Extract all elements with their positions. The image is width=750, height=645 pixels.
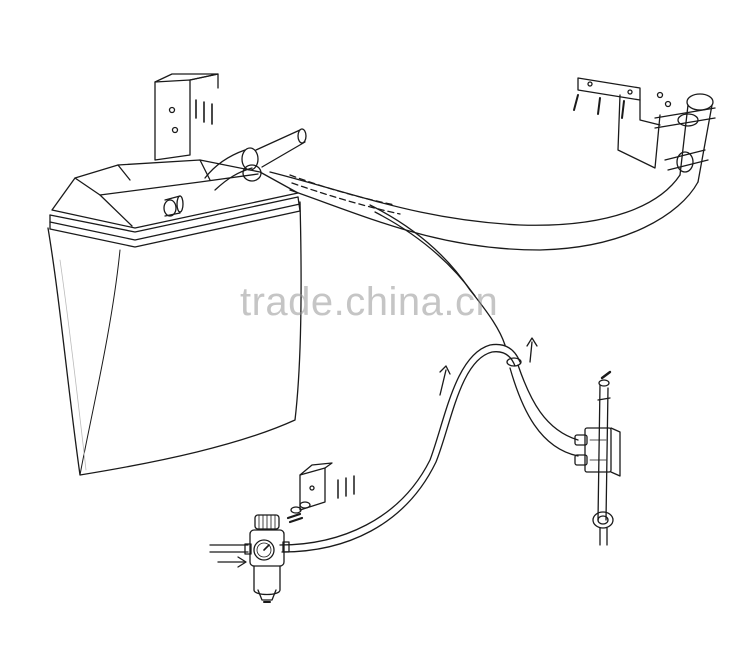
flow-arrow-icon — [218, 338, 537, 567]
wall-bracket-icon — [574, 78, 671, 168]
tank-mounting-bracket-icon — [155, 74, 218, 160]
feed-hose-icon — [270, 94, 713, 250]
hopper-tank-icon — [48, 129, 306, 475]
air-filter-regulator-icon — [245, 515, 289, 602]
air-line-icon — [210, 205, 578, 552]
regulator-bracket-icon — [288, 463, 354, 522]
hose-clamp-icon — [655, 108, 715, 172]
pressure-gauge-icon — [254, 540, 274, 560]
spray-gun-valve-icon — [575, 372, 620, 545]
